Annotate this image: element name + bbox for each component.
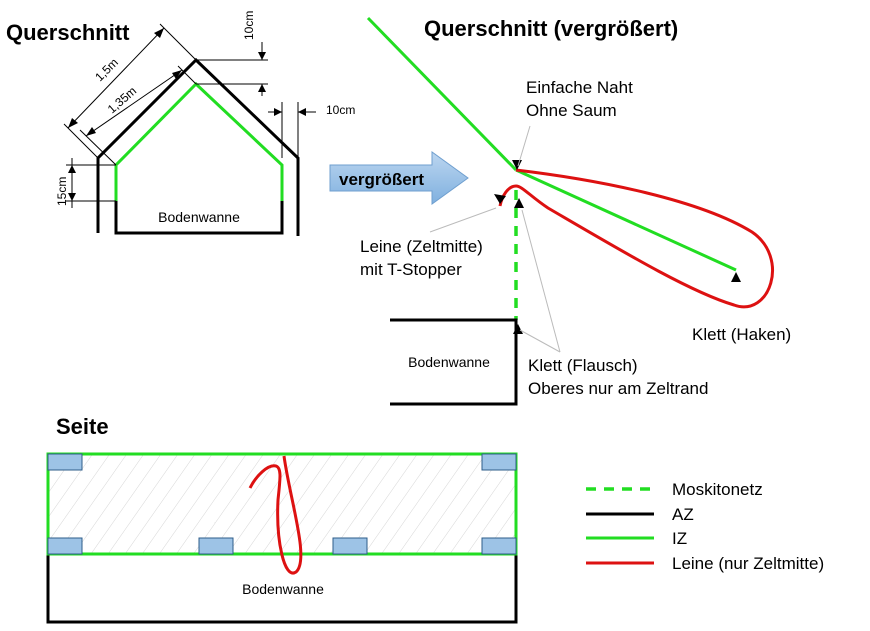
seam-label-2: Ohne Saum (526, 101, 617, 120)
floor-tub-small (114, 201, 284, 235)
enlarge-label: vergrößert (339, 170, 424, 189)
legend-label-iz: IZ (672, 529, 687, 548)
seam-label-1: Einfache Naht (526, 78, 633, 97)
side-floor-label: Bodenwanne (242, 581, 324, 597)
velcro-tab (198, 537, 234, 555)
velcro-tab (332, 537, 368, 555)
side-title: Seite (56, 414, 109, 439)
dim-top-gap: 10cm (242, 11, 256, 40)
zoomed-floor-label: Bodenwanne (408, 354, 490, 370)
cord-label-1: Leine (Zeltmitte) (360, 237, 483, 256)
hook-label: Klett (Haken) (692, 325, 791, 344)
legend-label-mosquito: Moskitonetz (672, 480, 763, 499)
side-view: Seite Bodenwanne (46, 414, 518, 624)
inner-tent-shape (114, 81, 284, 201)
side-cord-loop (248, 455, 303, 575)
fleece-label-2: Oberes nur am Zeltrand (528, 379, 708, 398)
enlarge-arrow: vergrößert (329, 151, 469, 205)
velcro-tab (47, 537, 83, 555)
zoomed-inner-tent (515, 168, 737, 272)
zoomed-title: Querschnitt (vergrößert) (424, 16, 678, 41)
cross-section-zoomed: Querschnitt (vergrößert) Bodenwanne Einf… (360, 16, 791, 406)
cross-section-title: Querschnitt (6, 20, 130, 45)
side-floor-tub (46, 554, 518, 624)
legend-label-az: AZ (672, 505, 694, 524)
velcro-tab (481, 453, 517, 471)
cord-label-2: mit T-Stopper (360, 260, 462, 279)
velcro-tab (47, 453, 83, 471)
fleece-label-1: Klett (Flausch) (528, 356, 638, 375)
dim-side-gap: 10cm (326, 103, 355, 117)
zoomed-floor-tub (390, 318, 518, 406)
dim-outer-length: 1,5m (92, 55, 121, 84)
cross-section-small: Querschnitt Bodenwanne 10cm 10cm 1,5m (6, 11, 355, 236)
floor-label-small: Bodenwanne (158, 209, 240, 225)
legend: Moskitonetz AZ IZ Leine (nur Zeltmitte) (586, 480, 824, 573)
zoomed-cord-loop (498, 168, 774, 309)
zoomed-outer-green (366, 16, 518, 172)
legend-label-cord: Leine (nur Zeltmitte) (672, 554, 824, 573)
dim-bottom-gap: 15cm (55, 177, 69, 206)
velcro-tab (481, 537, 517, 555)
